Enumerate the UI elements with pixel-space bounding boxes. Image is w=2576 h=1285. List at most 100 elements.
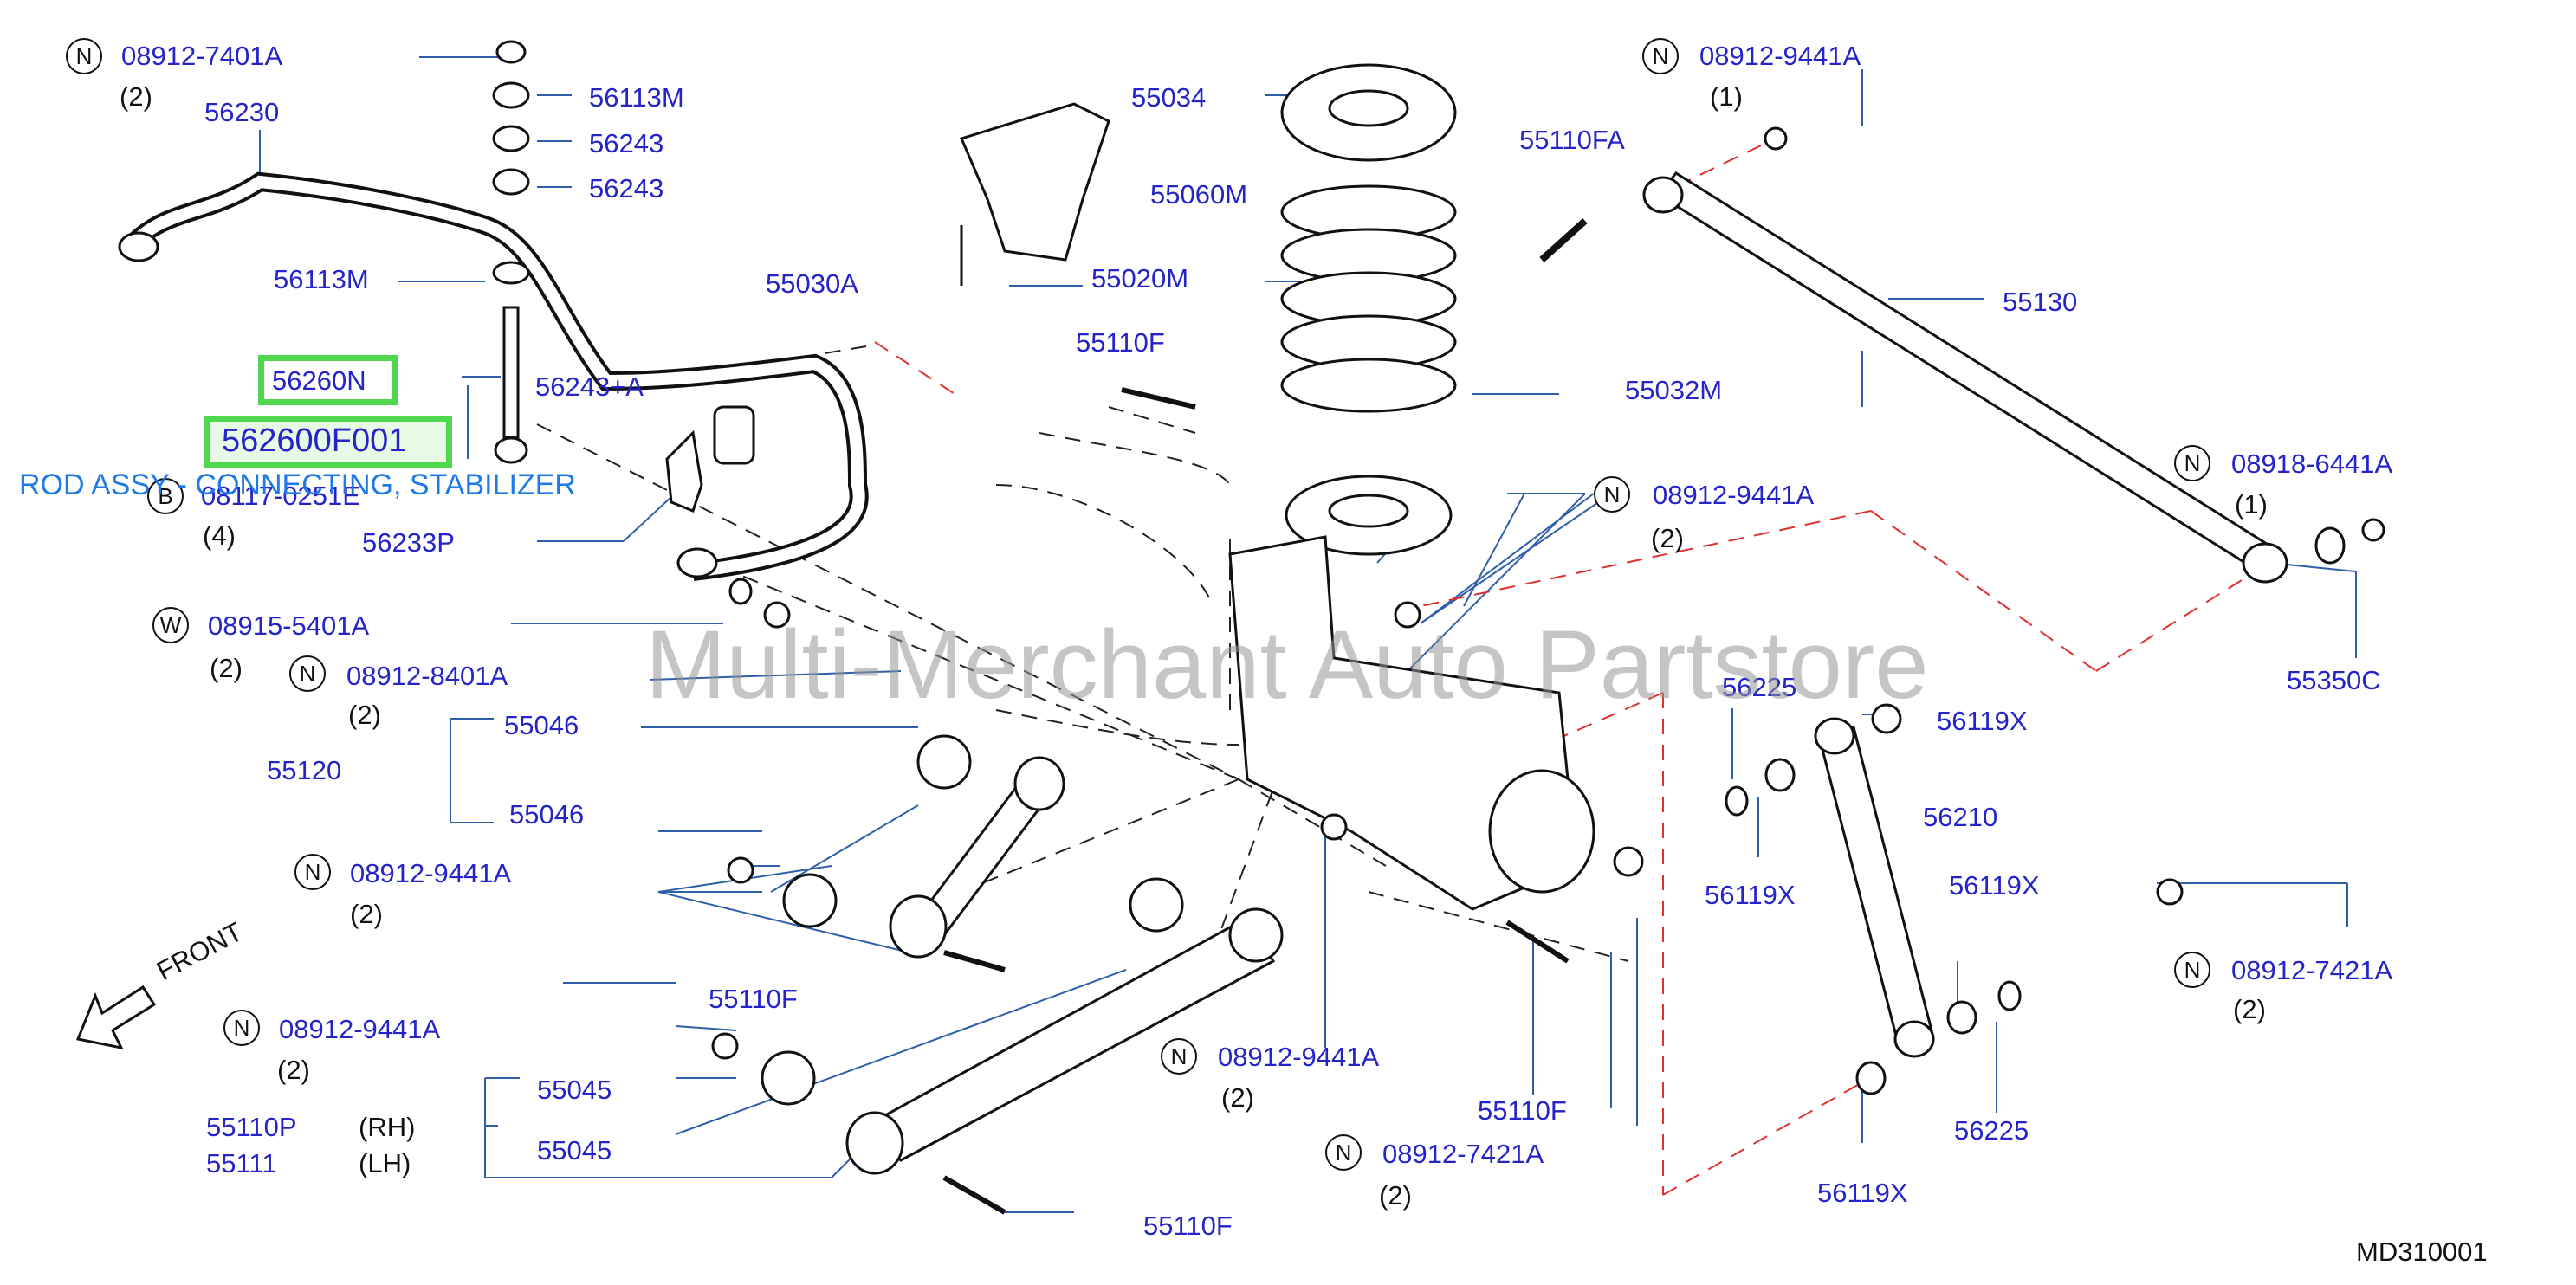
marker-n: N xyxy=(2174,952,2210,988)
nut-top xyxy=(495,40,527,64)
part-label: 08918-6441A xyxy=(2231,449,2393,479)
front-arrow-icon xyxy=(75,985,157,1050)
part-label: 56119X xyxy=(1949,870,2040,901)
nut-08912-9441a-low xyxy=(711,1032,739,1060)
connecting-rod-end xyxy=(494,436,528,464)
part-label: 56225 xyxy=(1722,672,1797,702)
hub-flange xyxy=(1488,769,1595,894)
nut-08912-9441a-left xyxy=(727,856,754,884)
part-label: 08912-7421A xyxy=(1382,1139,1544,1169)
bushing-55045-a xyxy=(1129,877,1184,933)
highlight-box-562600f001 xyxy=(204,416,452,468)
marker-n: N xyxy=(1161,1038,1197,1075)
marker-n: N xyxy=(66,38,102,74)
part-label: 55110FA xyxy=(1519,125,1625,155)
nut-08912-9441a-mid xyxy=(1394,601,1421,629)
quantity-label: (1) xyxy=(1710,81,1743,112)
body-contour xyxy=(995,432,1239,746)
part-label: 08912-9441A xyxy=(350,858,512,888)
nut-08912-9441a-center xyxy=(1320,813,1348,841)
part-label: 55060M xyxy=(1150,179,1248,210)
part-label: 08912-9441A xyxy=(1653,480,1815,510)
part-label: 56210 xyxy=(1923,802,1998,832)
part-label: 55110F xyxy=(1076,327,1165,358)
part-label-56260n[interactable]: 56260N xyxy=(272,365,366,396)
quantity-label: (2) xyxy=(2233,994,2266,1024)
quantity-label: (2) xyxy=(348,700,381,730)
rod-assy-description: ROD ASSY - CONNECTING, STABILIZER xyxy=(19,468,576,501)
part-label: 55110F xyxy=(709,984,798,1014)
quantity-label: (2) xyxy=(1379,1180,1412,1211)
marker-n: N xyxy=(1642,38,1679,74)
upper-link-end xyxy=(1013,756,1065,811)
part-label: 08915-5401A xyxy=(208,610,370,641)
bushing-56119x-b xyxy=(1764,758,1796,792)
nut-08918-6441a xyxy=(2361,518,2385,542)
part-label: 08117-0251E xyxy=(201,481,360,511)
bushing-55045-b xyxy=(761,1050,816,1106)
part-label: 55020M xyxy=(1091,263,1189,294)
shock-absorber-56210 xyxy=(1817,726,1933,1041)
part-label: 55046 xyxy=(509,799,585,830)
part-label: 56243 xyxy=(589,173,664,203)
quantity-label: (2) xyxy=(350,899,383,929)
part-label: 55111 xyxy=(206,1148,277,1178)
quantity-label: (2) xyxy=(120,81,152,112)
nut-08912-7421a-center xyxy=(1613,846,1644,877)
part-label: 56230 xyxy=(204,97,280,127)
stabilizer-bar-end-right xyxy=(676,547,718,578)
lower-link-end-left xyxy=(845,1111,904,1175)
nut-08912-8401a xyxy=(763,601,791,629)
quantity-label: (4) xyxy=(203,520,236,551)
side-label-rh: (RH) xyxy=(359,1112,416,1142)
part-label: 55046 xyxy=(504,710,579,740)
part-label: 08912-9441A xyxy=(1218,1042,1380,1072)
bolt-55110f-bottom xyxy=(942,1175,1006,1215)
washer-08915-5401a xyxy=(728,578,753,605)
bushing-56119x-d xyxy=(1855,1061,1887,1095)
bushing-56243a xyxy=(713,405,755,465)
marker-n: N xyxy=(289,655,326,692)
part-label: 55034 xyxy=(1131,82,1207,113)
marker-w: W xyxy=(152,607,189,643)
bolt-55110f-mid xyxy=(943,950,1006,972)
marker-n: N xyxy=(294,854,331,890)
part-label: 55030A xyxy=(766,268,858,299)
bolt-55110f-right xyxy=(1505,920,1570,964)
stabilizer-bar-end-left xyxy=(118,231,159,262)
part-label: 56113M xyxy=(589,82,684,113)
part-label: 08912-7401A xyxy=(121,41,283,71)
bolt-55110f-top xyxy=(1121,387,1196,410)
leader-lines xyxy=(259,56,2357,1213)
part-label: 56119X xyxy=(1817,1178,1908,1208)
parts-artwork xyxy=(118,40,2385,1215)
bracket-56233p xyxy=(665,429,703,513)
part-label: 08912-9441A xyxy=(1699,41,1861,71)
bushing-55046-b xyxy=(782,873,838,928)
part-label: 08912-7421A xyxy=(2231,955,2393,985)
quantity-label: (2) xyxy=(210,653,243,683)
part-label: 55045 xyxy=(537,1135,612,1166)
part-label: 08912-9441A xyxy=(279,1014,441,1044)
marker-b: B xyxy=(147,478,184,514)
washer-56225-a xyxy=(1725,785,1749,817)
stabilizer-bar-fill xyxy=(125,175,865,578)
part-label: 55045 xyxy=(537,1075,612,1105)
part-label-562600f001[interactable]: 562600F001 xyxy=(222,423,407,459)
nut-08912-9441a-top xyxy=(1764,126,1788,151)
quantity-label: (2) xyxy=(1651,523,1684,553)
part-label: 56243+A xyxy=(535,371,644,402)
upper-link-end-lower xyxy=(889,894,948,959)
bushing-56243-b xyxy=(492,168,530,196)
washer-55350c xyxy=(2314,526,2346,565)
spring-seat-55032m-hole xyxy=(1328,494,1409,528)
part-label: 56233P xyxy=(362,527,455,558)
coil-spring-55020m xyxy=(1280,184,1457,413)
part-label: 55110P xyxy=(206,1112,297,1142)
shock-bottom-eye xyxy=(1893,1020,1935,1058)
part-label: 55120 xyxy=(267,755,342,785)
part-label: 55130 xyxy=(2003,287,2078,317)
marker-n: N xyxy=(2174,445,2210,481)
highlight-box-56260n xyxy=(258,355,398,405)
